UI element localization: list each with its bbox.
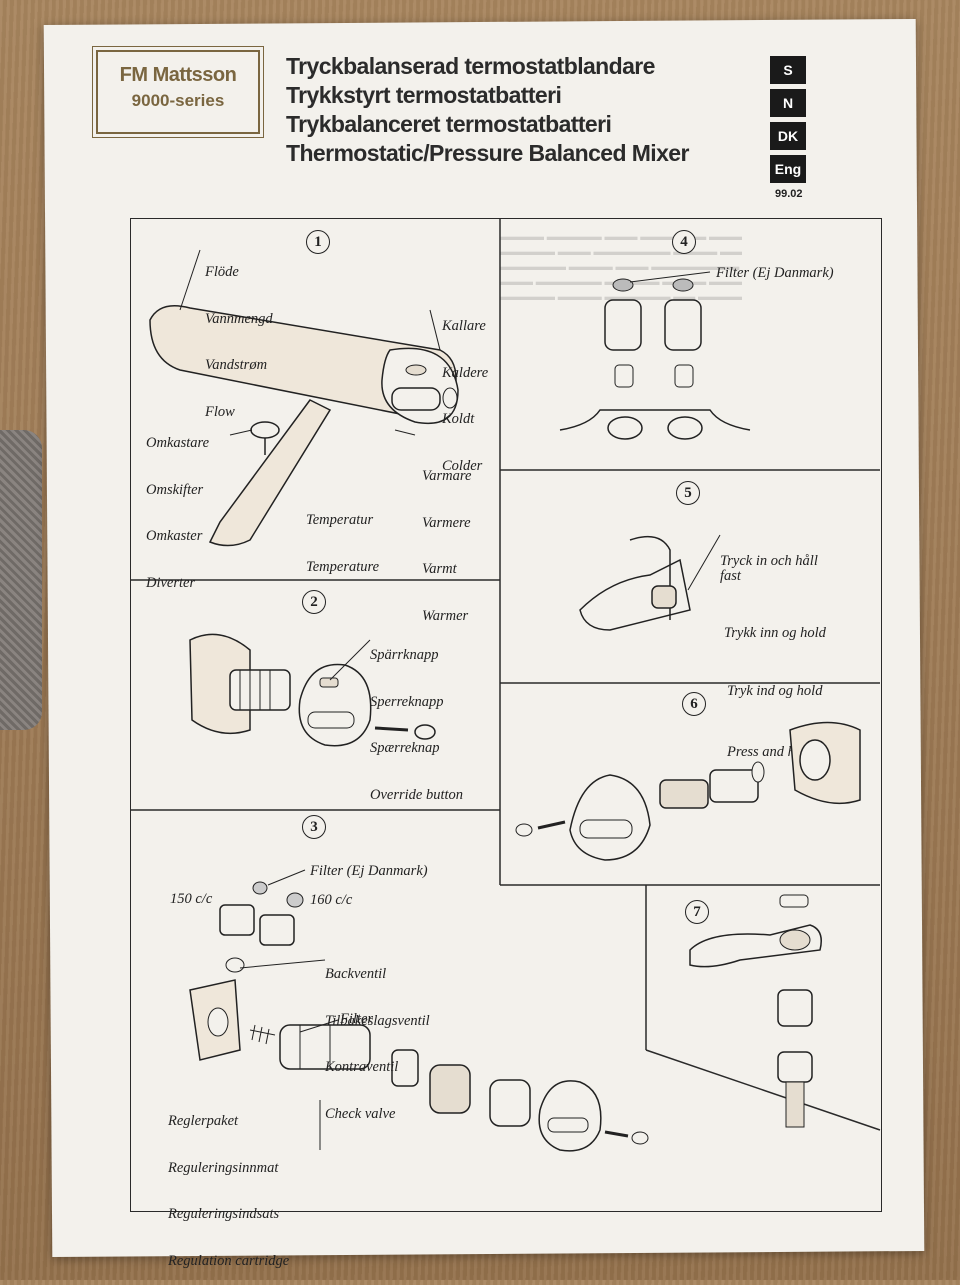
label-cartridge-dk: Reguleringsindsats bbox=[168, 1206, 280, 1222]
label-cartridge-eng: Regulation cartridge bbox=[168, 1252, 290, 1269]
override-button-illustration bbox=[189, 633, 436, 747]
label-colder-dk: Koldt bbox=[442, 411, 475, 427]
label-check-dk: Kontraventil bbox=[325, 1059, 399, 1075]
label-check-eng: Check valve bbox=[325, 1105, 396, 1122]
step-number-7: 7 bbox=[685, 900, 709, 924]
label-override-dk: Spærreknap bbox=[370, 740, 440, 756]
label-check-s: Backventil bbox=[325, 966, 387, 982]
filter-install-illustration bbox=[559, 271, 751, 440]
brand-name: FM Mattsson bbox=[119, 64, 237, 86]
label-press-dk: Tryk ind og hold bbox=[727, 683, 823, 699]
step-number-2: 2 bbox=[302, 590, 326, 614]
label-flow: Flöde Vannmengd Vandstrøm Flow bbox=[205, 234, 273, 436]
step-number-1: 1 bbox=[306, 230, 330, 254]
label-warmer-dk: Varmt bbox=[422, 561, 457, 577]
label-filter-p3: Filter (Ej Danmark) bbox=[310, 863, 428, 879]
label-press-hold: Tryck in och håll fast Trykk inn og hold… bbox=[720, 524, 826, 775]
brand-logo: FM Mattsson 9000-series bbox=[92, 46, 264, 138]
label-override-button: Spärrknapp Sperreknapp Spærreknap Overri… bbox=[370, 617, 463, 819]
step-number-3: 3 bbox=[302, 815, 326, 839]
step-number-5: 5 bbox=[676, 481, 700, 505]
label-temperature-s: Temperatur bbox=[306, 512, 374, 528]
label-check-valve: Backventil Tilbakeslagsventil Kontravent… bbox=[325, 936, 430, 1138]
label-filter-cartridge: Filter bbox=[340, 1011, 374, 1027]
label-colder-s: Kallare bbox=[442, 318, 486, 334]
mixer-illustration bbox=[149, 249, 459, 547]
title-swedish: Tryckbalanserad termostatblandare bbox=[286, 53, 655, 79]
exploded-view-illustration bbox=[189, 869, 649, 1152]
show-through-texture: ▬▬▬▬ ▬▬▬▬▬ ▬▬▬ ▬▬▬▬▬▬ ▬▬▬ ▬▬▬▬▬ ▬▬▬ ▬▬▬▬… bbox=[500, 231, 742, 303]
diagram-frame bbox=[130, 218, 882, 1212]
label-warmer-eng: Warmer bbox=[422, 607, 469, 624]
label-filter-p4: Filter (Ej Danmark) bbox=[716, 265, 834, 281]
title-english: Thermostatic/Pressure Balanced Mixer bbox=[286, 140, 689, 166]
lang-tab-eng: Eng bbox=[770, 155, 806, 183]
document-titles: Tryckbalanserad termostatblandare Trykks… bbox=[286, 52, 726, 168]
lang-tab-dk: DK bbox=[770, 122, 806, 150]
label-flow-s: Flöde bbox=[205, 264, 239, 280]
label-press-s: Tryck in och håll fast bbox=[720, 553, 818, 584]
title-norwegian: Trykkstyrt termostatbatteri bbox=[286, 82, 562, 108]
label-flow-n: Vannmengd bbox=[205, 310, 273, 327]
cloth-background bbox=[0, 430, 42, 730]
label-warmer-s: Varmare bbox=[422, 468, 472, 484]
document-date: 99.02 bbox=[775, 188, 803, 200]
label-cartridge-n: Reguleringsinnmat bbox=[168, 1159, 279, 1176]
label-150cc: 150 c/c bbox=[170, 891, 213, 907]
label-colder-n: Kaldere bbox=[442, 364, 489, 381]
label-press-n: Trykk inn og hold bbox=[724, 625, 826, 641]
label-diverter-s: Omkastare bbox=[146, 435, 210, 451]
label-colder: Kallare Kaldere Koldt Colder bbox=[442, 288, 488, 490]
label-diverter-dk: Omkaster bbox=[146, 528, 203, 544]
label-temperature-eng: Temperature bbox=[306, 558, 380, 575]
label-colder-eng: Colder bbox=[442, 457, 483, 474]
reassembly-illustration bbox=[515, 721, 861, 861]
label-regulation-cartridge: Reglerpaket Reguleringsinnmat Regulering… bbox=[168, 1083, 289, 1285]
label-override-eng: Override button bbox=[370, 786, 464, 803]
title-danish: Trykbalanceret termostatbatteri bbox=[286, 111, 612, 137]
brand-series: 9000-series bbox=[131, 91, 225, 110]
label-check-n: Tilbakeslagsventil bbox=[325, 1012, 430, 1029]
language-tabs: S N DK Eng bbox=[770, 56, 806, 188]
label-warmer: Varmare Varmere Varmt Warmer bbox=[422, 438, 471, 640]
label-flow-dk: Vandstrøm bbox=[205, 357, 268, 373]
label-cartridge-s: Reglerpaket bbox=[168, 1113, 239, 1129]
press-hold-illustration bbox=[579, 534, 721, 631]
label-override-n: Sperreknapp bbox=[370, 693, 444, 710]
label-diverter: Omkastare Omskifter Omkaster Diverter bbox=[146, 405, 209, 607]
label-flow-eng: Flow bbox=[205, 403, 235, 420]
step-number-6: 6 bbox=[682, 692, 706, 716]
label-warmer-n: Varmere bbox=[422, 514, 471, 531]
lang-tab-s: S bbox=[770, 56, 806, 84]
lang-tab-n: N bbox=[770, 89, 806, 117]
label-diverter-eng: Diverter bbox=[146, 574, 196, 591]
label-diverter-n: Omskifter bbox=[146, 481, 204, 498]
label-160cc: 160 c/c bbox=[310, 892, 353, 908]
label-override-s: Spärrknapp bbox=[370, 647, 439, 663]
label-temperature: Temperatur Temperature bbox=[306, 482, 379, 591]
wall-bracket-illustration bbox=[689, 894, 822, 1128]
step-number-4: 4 bbox=[672, 230, 696, 254]
